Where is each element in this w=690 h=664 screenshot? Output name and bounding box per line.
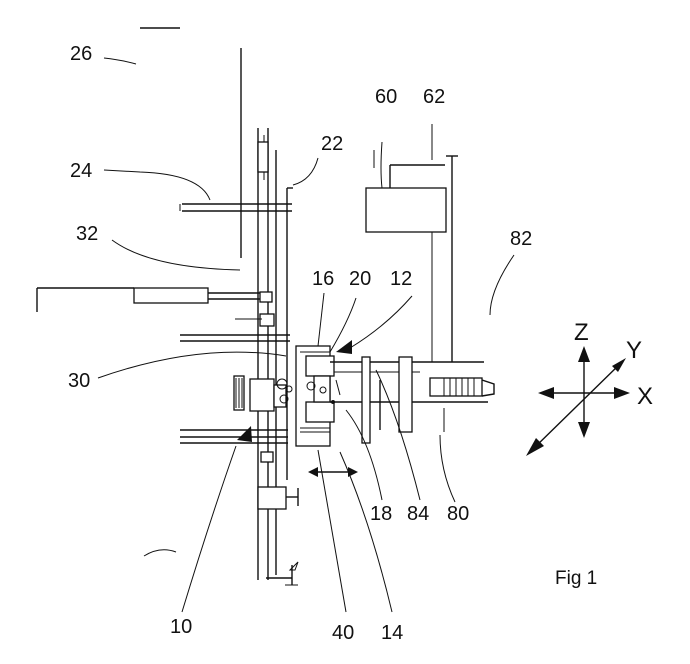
arrow-10 — [237, 426, 252, 442]
label-18: 18 — [370, 503, 392, 525]
label-16: 16 — [312, 268, 334, 290]
gear-unit — [295, 345, 495, 477]
label-32: 32 — [76, 223, 98, 245]
label-40: 40 — [332, 622, 354, 644]
label-62: 62 — [423, 86, 445, 108]
label-60: 60 — [375, 86, 397, 108]
label-22: 22 — [321, 133, 343, 155]
axis-triad — [526, 346, 630, 456]
label-30: 30 — [68, 370, 90, 392]
reference-labels: 26 24 32 22 60 62 82 16 20 12 30 10 40 1… — [68, 43, 532, 644]
label-12: 12 — [390, 268, 412, 290]
label-10: 10 — [170, 616, 192, 638]
label-20: 20 — [349, 268, 371, 290]
figure-caption: Fig 1 — [555, 568, 597, 589]
label-26: 26 — [70, 43, 92, 65]
label-82: 82 — [510, 228, 532, 250]
upper-unit — [365, 150, 458, 362]
shafts — [36, 27, 299, 510]
axis-label-y: Y — [626, 337, 642, 364]
label-84: 84 — [407, 503, 429, 525]
label-14: 14 — [381, 622, 403, 644]
label-24: 24 — [70, 160, 92, 182]
drive-assembly — [233, 375, 293, 412]
label-80: 80 — [447, 503, 469, 525]
arrow-12 — [336, 340, 352, 354]
axis-label-z: Z — [574, 319, 589, 346]
axis-label-x: X — [637, 383, 653, 410]
leader-lines — [97, 57, 515, 613]
